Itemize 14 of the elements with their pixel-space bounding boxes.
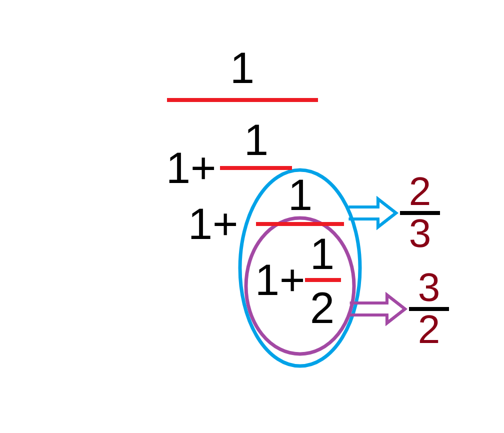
highlight-ellipse	[237, 167, 363, 369]
highlight-ellipse	[243, 215, 357, 357]
numerator: 1	[230, 51, 254, 86]
denominator: 3	[408, 218, 432, 250]
numerator: 2	[408, 176, 432, 208]
integer-term: 1+	[188, 207, 238, 242]
denominator: 2	[416, 314, 442, 346]
numerator: 3	[416, 272, 442, 304]
numerator: 1	[244, 123, 268, 158]
integer-term: 1+	[166, 151, 216, 186]
numerator: 1	[288, 178, 312, 214]
numerator: 1	[310, 237, 334, 272]
denominator: 2	[310, 291, 334, 326]
integer-term: 1+	[255, 263, 306, 298]
